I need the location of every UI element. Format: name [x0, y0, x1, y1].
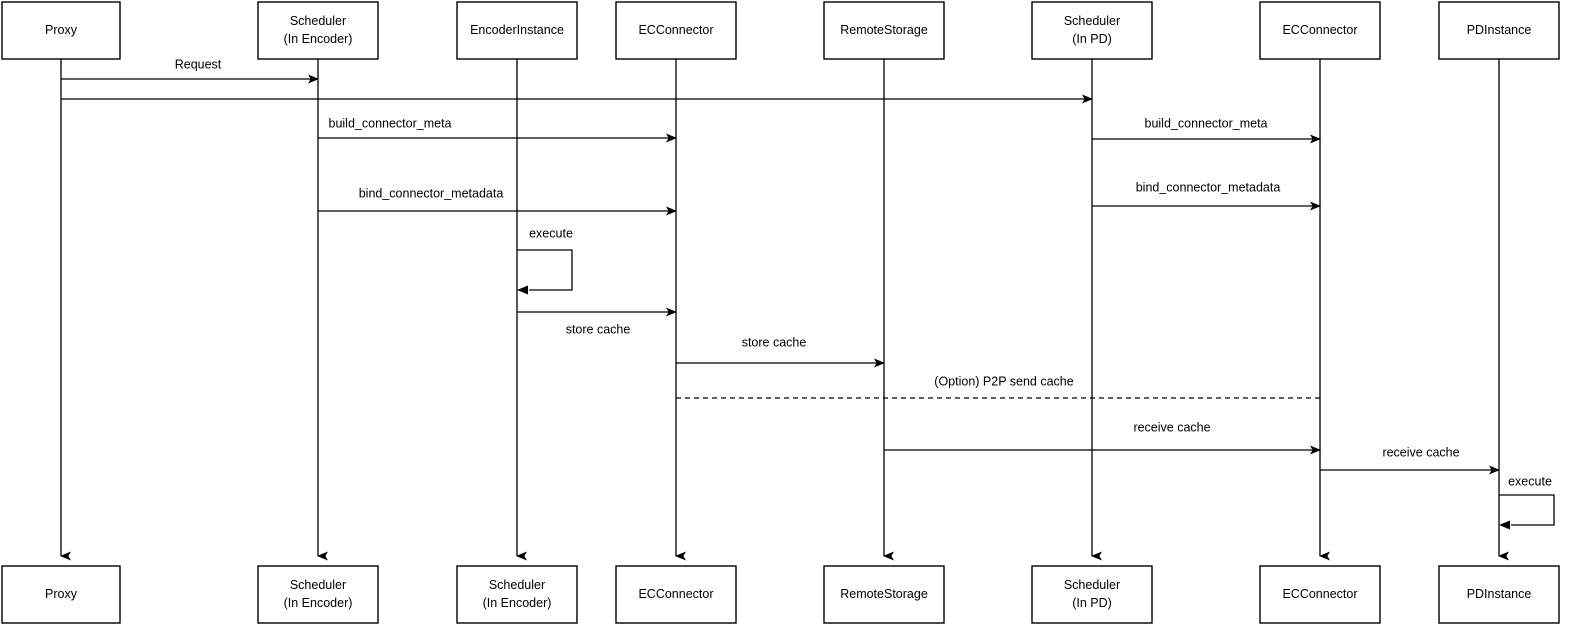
participant-bottom-label-remote_store: RemoteStorage [840, 587, 928, 601]
participant-top-sublabel-sched_enc: (In Encoder) [284, 32, 353, 46]
message-label-m11: receive cache [1382, 445, 1459, 459]
self-message-arrowhead-s1 [517, 285, 528, 295]
self-message-loop-s1 [517, 249, 573, 291]
participant-bottom-label-proxy: Proxy [45, 587, 78, 601]
participant-bottom-label-pd_inst: PDInstance [1467, 587, 1532, 601]
participant-top-box-pd_inst[interactable] [1438, 1, 1560, 60]
participant-bottom-box-encoder_inst[interactable] [456, 565, 578, 624]
participant-top-label-sched_pd: Scheduler [1064, 14, 1120, 28]
participant-bottom-box-ec_conn_r[interactable] [1259, 565, 1381, 624]
participant-bottom-sublabel-sched_pd: (In PD) [1072, 596, 1112, 610]
participant-top-box-proxy[interactable] [1, 1, 121, 60]
self-message-label-s2: execute [1508, 474, 1552, 488]
participant-top-label-remote_store: RemoteStorage [840, 23, 928, 37]
participant-bottom-box-pd_inst[interactable] [1438, 565, 1560, 624]
top-participant-boxes: Proxy Scheduler (In Encoder) EncoderInstanc… [1, 1, 1560, 60]
participant-bottom-label-sched_enc: Scheduler [290, 578, 346, 592]
message-label-m7: store cache [566, 322, 631, 336]
participant-top-box-sched_pd[interactable] [1031, 1, 1153, 60]
messages-group: Request build_connector_meta build_connect… [61, 57, 1500, 475]
participant-bottom-box-sched_enc[interactable] [257, 565, 379, 624]
participant-bottom-box-remote_store[interactable] [823, 565, 945, 624]
participant-top-box-ec_conn_r[interactable] [1259, 1, 1381, 60]
self-message-label-s1: execute [529, 226, 573, 240]
message-label-m8: store cache [742, 335, 807, 349]
participant-top-sublabel-sched_pd: (In PD) [1072, 32, 1112, 46]
participant-top-label-proxy: Proxy [45, 23, 78, 37]
participant-bottom-sublabel-encoder_inst: (In Encoder) [483, 596, 552, 610]
self-message-arrowhead-s2 [1499, 520, 1510, 530]
participant-top-label-ec_conn_l: ECConnector [638, 23, 713, 37]
self-messages-group: execute execute [517, 226, 1555, 530]
self-message-loop-s2 [1499, 494, 1555, 526]
lifelines-group [60, 59, 1509, 561]
message-label-m3: build_connector_meta [329, 116, 452, 130]
participant-bottom-box-ec_conn_l[interactable] [615, 565, 737, 624]
participant-bottom-box-proxy[interactable] [1, 565, 121, 624]
message-label-m9: (Option) P2P send cache [934, 374, 1073, 388]
participant-bottom-sublabel-sched_enc: (In Encoder) [284, 596, 353, 610]
message-label-m5: bind_connector_metadata [359, 186, 504, 200]
message-label-m6: bind_connector_metadata [1136, 180, 1281, 194]
participant-bottom-label-ec_conn_r: ECConnector [1282, 587, 1357, 601]
message-label-m1: Request [175, 57, 222, 71]
participant-top-box-ec_conn_l[interactable] [615, 1, 737, 60]
participant-top-box-encoder_inst[interactable] [456, 1, 578, 60]
message-label-m4: build_connector_meta [1145, 116, 1268, 130]
participant-bottom-box-sched_pd[interactable] [1031, 565, 1153, 624]
participant-top-label-pd_inst: PDInstance [1467, 23, 1532, 37]
participant-bottom-label-encoder_inst: Scheduler [489, 578, 545, 592]
participant-top-label-ec_conn_r: ECConnector [1282, 23, 1357, 37]
bottom-participant-boxes: Proxy Scheduler (In Encoder) Scheduler (In E… [1, 565, 1560, 624]
participant-bottom-label-ec_conn_l: ECConnector [638, 587, 713, 601]
message-label-m10: receive cache [1133, 420, 1210, 434]
participant-top-box-remote_store[interactable] [823, 1, 945, 60]
participant-top-label-encoder_inst: EncoderInstance [470, 23, 564, 37]
participant-top-box-sched_enc[interactable] [257, 1, 379, 60]
participant-bottom-label-sched_pd: Scheduler [1064, 578, 1120, 592]
participant-top-label-sched_enc: Scheduler [290, 14, 346, 28]
